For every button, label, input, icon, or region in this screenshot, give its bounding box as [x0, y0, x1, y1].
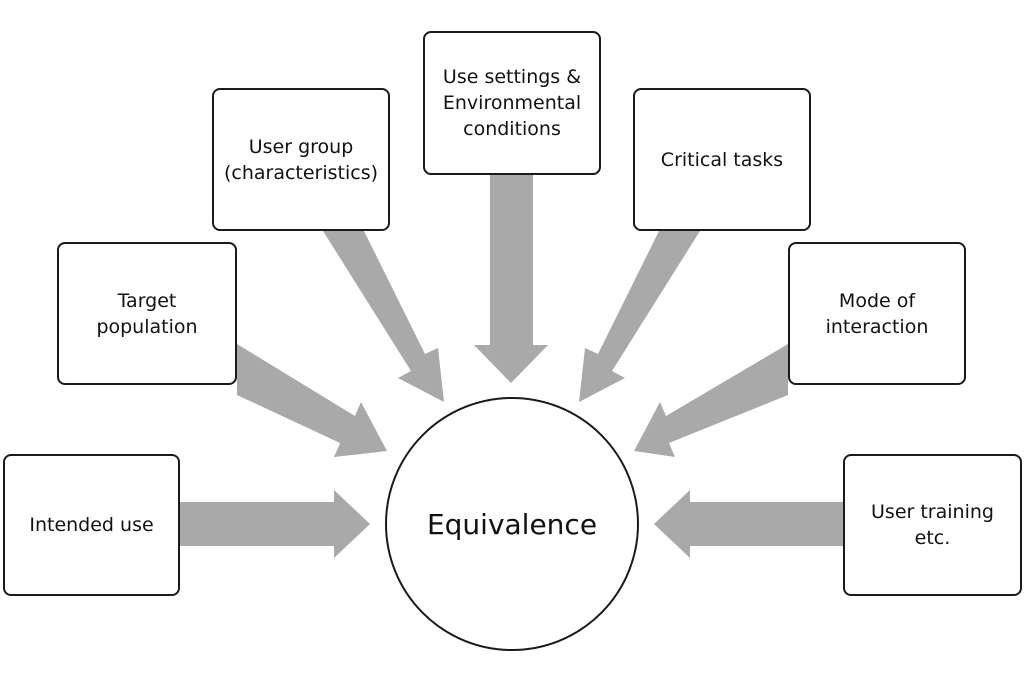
arrow-user-group — [323, 231, 444, 402]
arrow-use-settings — [474, 175, 548, 383]
factor-user-training: User training etc. — [843, 454, 1022, 596]
equivalence-circle: Equivalence — [385, 397, 639, 651]
arrow-target-population — [237, 344, 387, 457]
factor-mode-of-interaction: Mode of interaction — [788, 242, 966, 385]
factor-intended-use: Intended use — [3, 454, 180, 596]
arrow-user-training — [654, 490, 843, 558]
factor-label: Mode of interaction — [825, 289, 929, 338]
factor-label: Use settings & Environmental conditions — [442, 66, 582, 140]
center-label: Equivalence — [426, 507, 598, 541]
factor-label: Intended use — [29, 514, 154, 536]
factor-label: User training etc. — [871, 501, 994, 549]
arrow-mode-of-interaction — [634, 344, 788, 457]
factor-label: Critical tasks — [660, 148, 784, 171]
factor-target-population: Target population — [57, 242, 237, 385]
factor-label: Target population — [96, 289, 198, 338]
factor-label: User group (characteristics) — [223, 135, 379, 184]
arrow-intended-use — [180, 490, 370, 558]
factor-user-group: User group (characteristics) — [212, 88, 390, 231]
factor-critical-tasks: Critical tasks — [633, 88, 811, 231]
arrow-critical-tasks — [579, 231, 700, 402]
factor-use-settings: Use settings & Environmental conditions — [423, 31, 601, 175]
